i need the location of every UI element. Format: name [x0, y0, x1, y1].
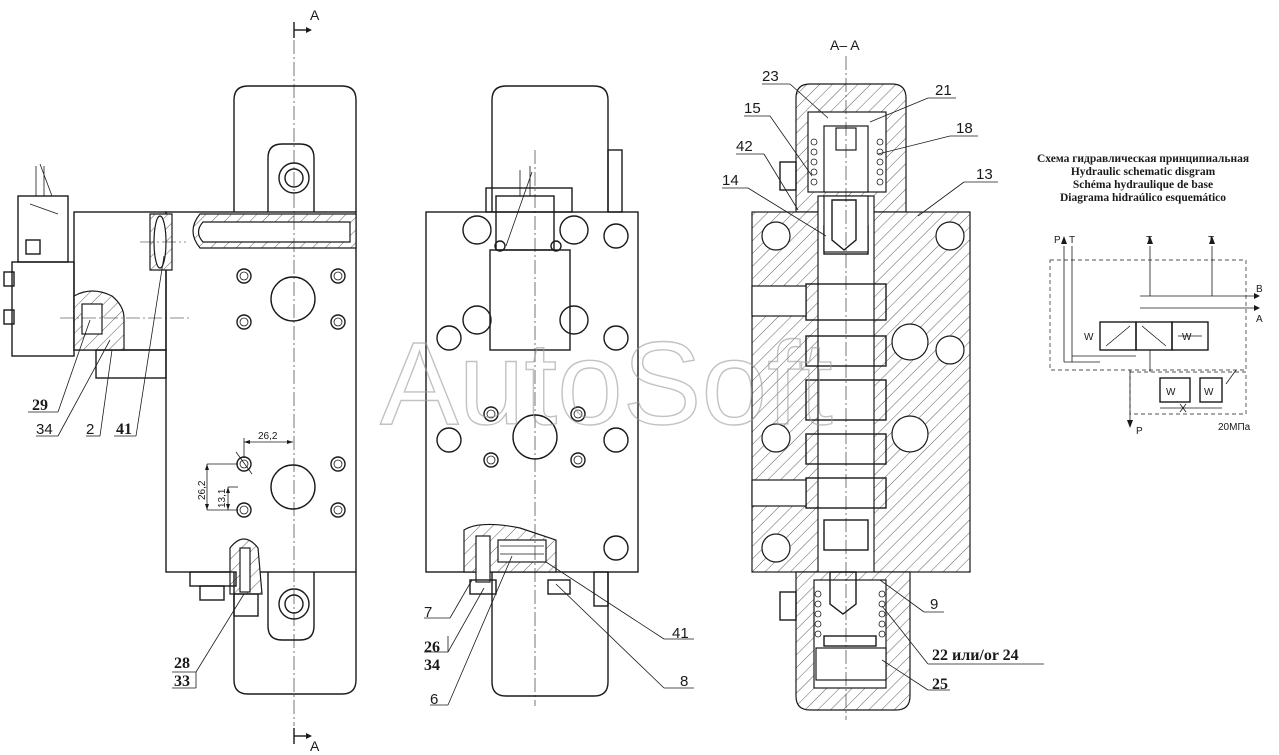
callout-21: 21 — [935, 82, 952, 99]
hydraulic-schematic — [1049, 236, 1260, 428]
spring-right: W — [1182, 332, 1192, 343]
spring-relief-2: W — [1204, 387, 1214, 398]
callout-13: 13 — [976, 166, 993, 183]
dim-vertical-short: 13,1 — [217, 488, 228, 508]
dim-vertical-long: 26,2 — [197, 480, 208, 500]
callout-7: 7 — [424, 604, 432, 621]
port-p-bottom: P — [1136, 426, 1143, 437]
port-p-top: P — [1054, 235, 1061, 246]
section-title: A– A — [830, 37, 860, 53]
section-letter-bottom: A — [310, 738, 320, 754]
dim-horizontal: 26,2 — [258, 431, 278, 442]
watermark: AutoSoft — [380, 318, 833, 450]
callout-9: 9 — [930, 596, 938, 613]
section-letter-top: A — [310, 7, 320, 23]
callout-2: 2 — [86, 421, 94, 438]
scheme-title-ru: Схема гидравлическая принципиальная — [1037, 153, 1249, 165]
spring-left: W — [1084, 332, 1094, 343]
callout-33: 33 — [174, 673, 190, 690]
callout-15: 15 — [744, 100, 761, 117]
port-t-1: T — [1069, 235, 1075, 246]
left-view — [3, 40, 357, 726]
callout-22-or-24: 22 или/or 24 — [932, 647, 1019, 664]
callout-18: 18 — [956, 120, 973, 137]
callout-26: 26 — [424, 639, 440, 656]
scheme-title-es: Diagrama hidraúlico esquemático — [1060, 192, 1226, 204]
callout-25: 25 — [932, 676, 948, 693]
scheme-title: Схема гидравлическая принципиальная Hydr… — [1037, 153, 1249, 204]
callout-6: 6 — [430, 691, 438, 708]
callout-41-left: 41 — [116, 421, 132, 438]
port-b: B — [1256, 284, 1263, 295]
spring-relief-1: W — [1166, 387, 1176, 398]
callout-34-middle: 34 — [424, 657, 440, 674]
callout-41-middle: 41 — [672, 625, 689, 642]
section-view — [722, 56, 1044, 720]
callout-42: 42 — [736, 138, 753, 155]
callout-34: 34 — [36, 421, 53, 438]
port-t-3: T — [1208, 235, 1214, 246]
port-a: A — [1256, 314, 1263, 325]
callout-29: 29 — [32, 397, 48, 414]
scheme-title-fr: Schéma hydraulique de base — [1073, 179, 1213, 191]
callout-23: 23 — [762, 68, 779, 85]
scheme-title-en: Hydraulic schematic disgram — [1071, 166, 1216, 178]
callout-14: 14 — [722, 172, 739, 189]
pressure-label: 20МПа — [1218, 422, 1251, 433]
callout-8: 8 — [680, 673, 688, 690]
middle-view — [424, 85, 694, 706]
section-marker-top: A — [293, 7, 320, 38]
port-t-2: T — [1146, 235, 1152, 246]
section-marker-bottom: A — [293, 728, 320, 754]
callout-28: 28 — [174, 655, 190, 672]
